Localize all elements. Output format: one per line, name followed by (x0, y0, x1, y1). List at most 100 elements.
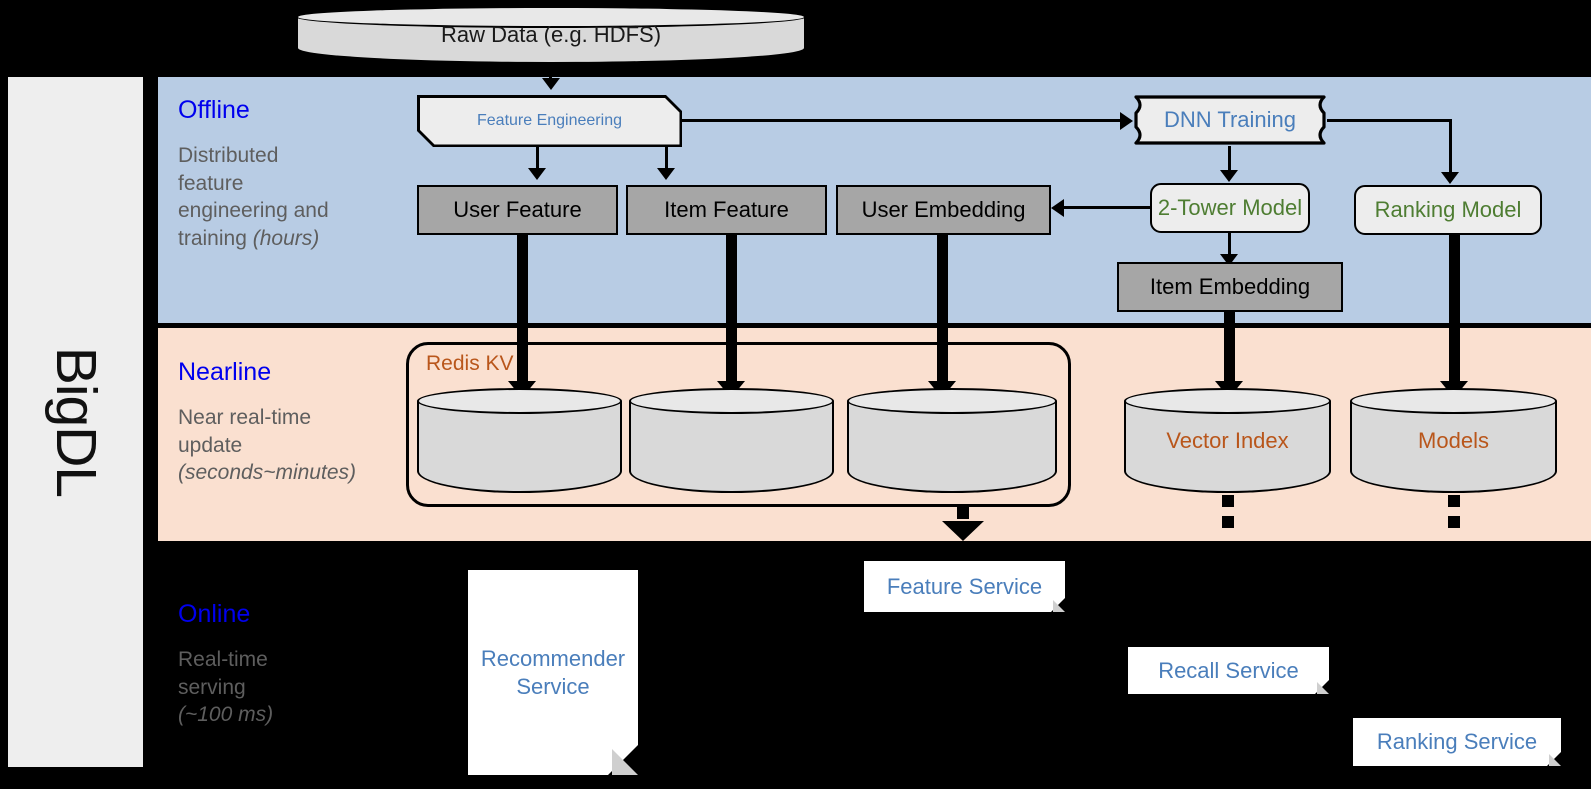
feature-engineering-node[interactable]: Feature Engineering (417, 95, 682, 147)
item-embedding-node[interactable]: Item Embedding (1117, 262, 1343, 312)
connector-itemembedding-to-vectorindex (1224, 312, 1235, 385)
recommender-service-line1: Recommender (480, 646, 626, 671)
kv-store-1-label (417, 388, 622, 493)
connector-itemfeature-to-kv2 (726, 235, 737, 385)
ranking-service-label: Ranking Service (1376, 729, 1538, 755)
cylinder-top (629, 388, 834, 414)
item-feature-node[interactable]: Item Feature (626, 185, 827, 235)
user-feature-label: User Feature (453, 197, 582, 223)
cylinder-body (1124, 401, 1331, 493)
arrowhead-fe-to-dnn (1120, 112, 1133, 130)
ranking-model-label: Ranking Model (1374, 197, 1522, 223)
nearline-title: Nearline (178, 358, 272, 386)
page-fold-shade-icon (1317, 682, 1329, 694)
connector-fe-to-userfeature (536, 147, 539, 173)
online-title: Online (178, 600, 251, 628)
two-tower-model-label: 2-Tower Model (1157, 195, 1303, 221)
kv-store-3-label (847, 388, 1057, 493)
nearline-subtitle: Near real-time update (seconds~minutes) (178, 404, 418, 487)
nearline-subtitle-italic: (seconds~minutes) (178, 461, 356, 485)
dnn-training-label: DNN Training (1163, 107, 1297, 132)
user-embedding-label: User Embedding (861, 197, 1026, 223)
cylinder-top (1350, 388, 1557, 414)
dashed-stub-models-1 (1448, 495, 1460, 507)
arrowhead-rawdata-to-fe (542, 78, 560, 90)
recommender-service-node[interactable]: Recommender Service (468, 570, 638, 775)
feature-service-node[interactable]: Feature Service (864, 561, 1065, 612)
ranking-model-node[interactable]: Ranking Model (1354, 185, 1542, 235)
kv-store-cylinder-3[interactable] (847, 388, 1057, 493)
offline-subtitle-line1: Distributed (178, 144, 279, 167)
kv-store-cylinder-1[interactable] (417, 388, 622, 493)
connector-fe-to-dnn (682, 119, 1122, 122)
connector-fe-to-itemfeature (665, 147, 668, 173)
connector-dnn-to-ranking-h (1327, 119, 1452, 122)
recommender-service-label: Recommender Service (468, 570, 638, 775)
offline-title: Offline (178, 96, 250, 124)
nearline-subtitle-line2: update (178, 433, 243, 457)
arrowhead-fe-to-userfeature (528, 168, 546, 180)
arrowhead-redis-to-featureservice (942, 521, 984, 541)
cylinder-body (847, 401, 1057, 493)
item-embedding-label: Item Embedding (1149, 274, 1311, 300)
cylinder-body (417, 401, 622, 493)
arrowhead-dnn-to-twotower (1220, 170, 1238, 182)
connector-twotower-to-userembedding (1064, 206, 1152, 209)
cylinder-top (1124, 388, 1331, 414)
models-label: Models (1418, 427, 1489, 453)
connector-rankingmodel-to-models (1449, 235, 1460, 385)
offline-subtitle-italic: (hours) (252, 227, 320, 251)
recall-service-label: Recall Service (1158, 657, 1299, 683)
cylinder-top (847, 388, 1057, 414)
arrowhead-dnn-to-ranking (1441, 172, 1459, 184)
online-subtitle-line2: serving (178, 675, 246, 699)
recommender-service-line2: Service (516, 673, 590, 699)
bigdl-framework-panel: BigDL (8, 77, 143, 767)
offline-subtitle-line2: feature (178, 171, 244, 195)
connector-userembedding-to-kv3 (937, 235, 948, 385)
arrowhead-fe-to-itemfeature (657, 168, 675, 180)
connector-userfeature-to-kv1 (517, 235, 528, 385)
user-feature-node[interactable]: User Feature (417, 185, 618, 235)
vector-index-label: Vector Index (1166, 427, 1289, 453)
dashed-stub-models-2 (1448, 516, 1460, 528)
redis-kv-group (406, 342, 1071, 507)
connector-dnn-to-twotower (1228, 146, 1231, 174)
cylinder-top (296, 6, 806, 28)
connector-twotower-to-itemembedding (1228, 232, 1231, 260)
dashed-stub-vectorindex-2 (1222, 516, 1234, 528)
cylinder-top (417, 388, 622, 414)
vector-index-cylinder[interactable]: Vector Index (1124, 388, 1331, 493)
online-subtitle-italic: (~100 ms) (178, 703, 274, 727)
connector-rawdata-to-fe (549, 62, 552, 84)
kv-store-cylinder-2[interactable] (629, 388, 834, 493)
dashed-stub-vectorindex-1 (1222, 495, 1234, 507)
feature-service-label: Feature Service (886, 573, 1043, 599)
nearline-subtitle-line1: Near real-time (178, 406, 312, 429)
offline-subtitle-line3: engineering and (178, 199, 329, 223)
user-embedding-node[interactable]: User Embedding (836, 185, 1051, 235)
arrowhead-twotower-to-userembedding (1051, 199, 1064, 217)
models-cylinder[interactable]: Models (1350, 388, 1557, 493)
redis-kv-label: Redis KV (426, 352, 514, 375)
dashed-stub-redis-to-featureservice (957, 507, 969, 519)
feature-engineering-label: Feature Engineering (420, 98, 680, 145)
bigdl-label: BigDL (43, 346, 108, 498)
ranking-service-node[interactable]: Ranking Service (1353, 718, 1561, 766)
kv-store-2-label (629, 388, 834, 493)
page-fold-shade-icon (612, 749, 638, 775)
raw-data-label: Raw Data (e.g. HDFS) (440, 22, 662, 47)
page-fold-shade-icon (1549, 754, 1561, 766)
cylinder-body (1350, 401, 1557, 493)
two-tower-model-node[interactable]: 2-Tower Model (1150, 183, 1310, 233)
dnn-training-node[interactable]: DNN Training (1133, 94, 1327, 146)
offline-subtitle-line4: training (178, 227, 253, 251)
raw-data-cylinder: Raw Data (e.g. HDFS) (296, 6, 806, 64)
item-feature-label: Item Feature (664, 197, 789, 223)
connector-dnn-to-ranking-v (1449, 119, 1452, 176)
recall-service-node[interactable]: Recall Service (1128, 647, 1329, 694)
page-fold-shade-icon (1053, 600, 1065, 612)
online-subtitle: Real-time serving (~100 ms) (178, 646, 413, 729)
online-subtitle-line1: Real-time (178, 648, 268, 671)
